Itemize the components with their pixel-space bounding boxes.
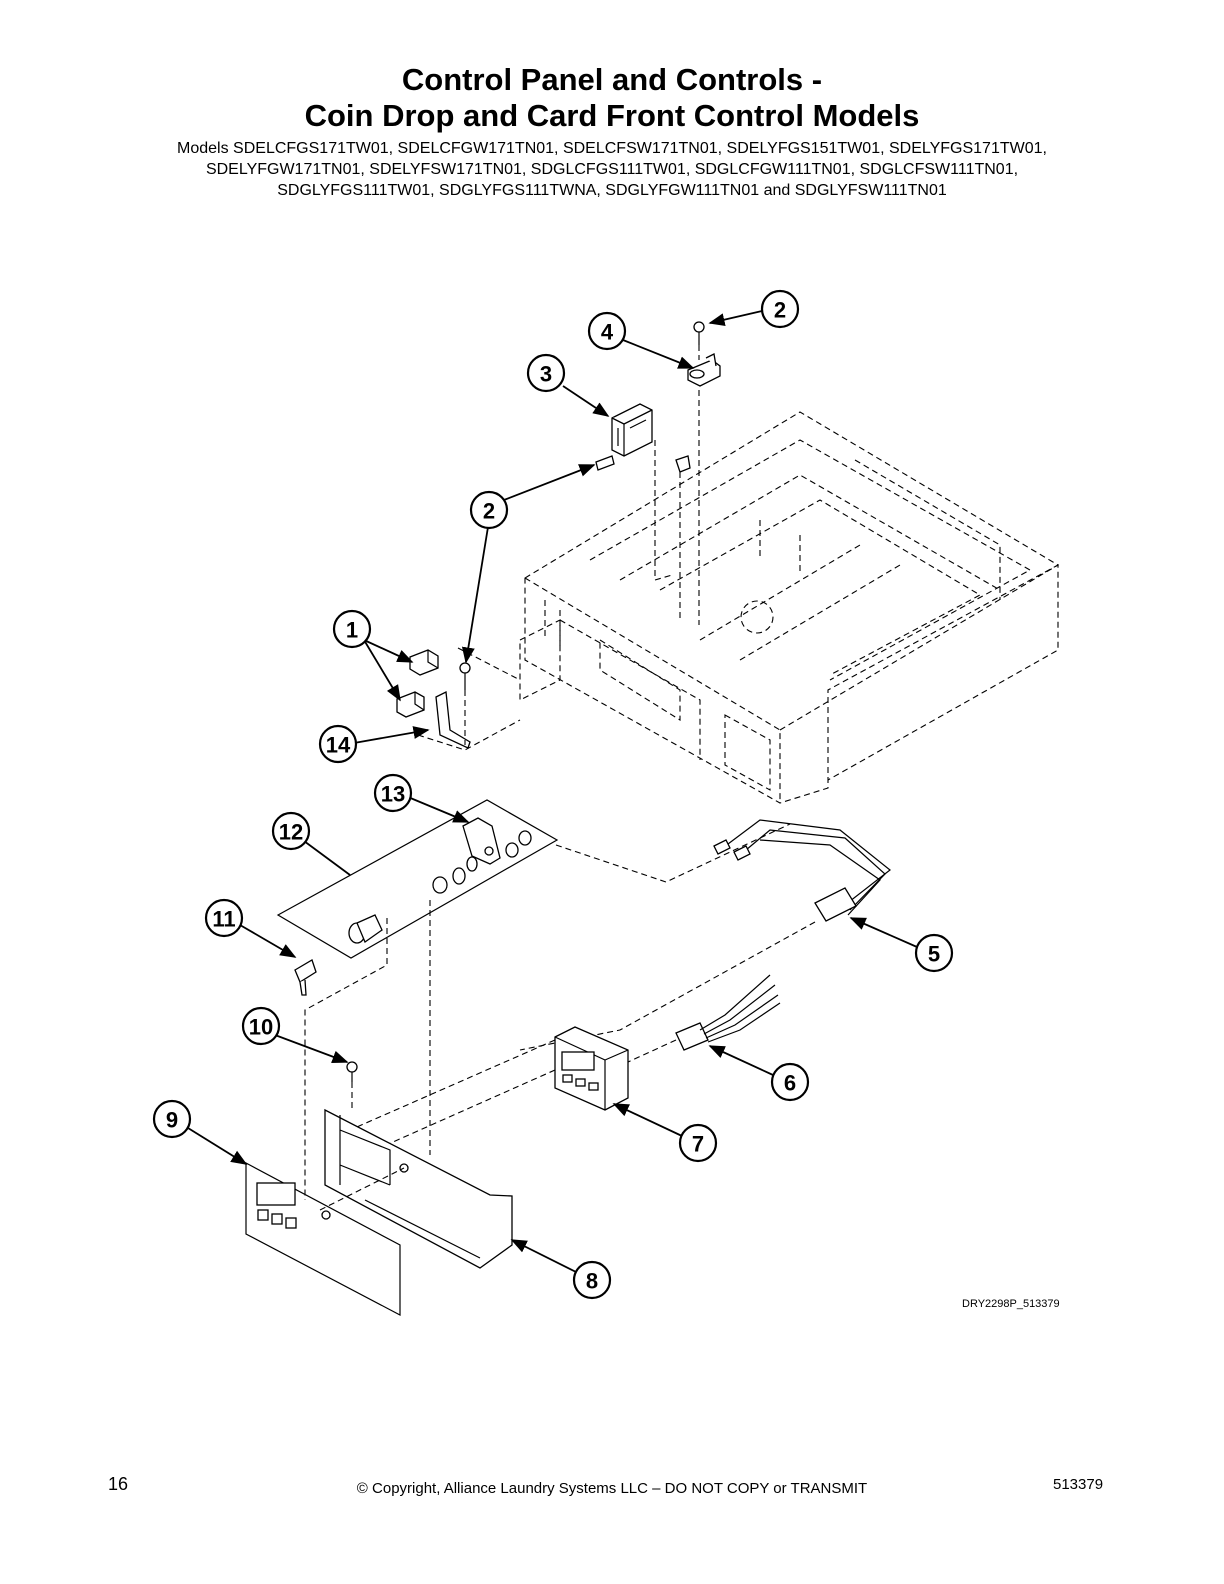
copyright-notice: © Copyright, Alliance Laundry Systems LL…	[356, 1480, 868, 1497]
clip-small	[675, 455, 691, 473]
screw-2-middle	[595, 455, 615, 471]
callout-label: 8	[586, 1269, 598, 1294]
callout-10: 10	[241, 1006, 281, 1046]
models-line: SDELYFGW171TN01, SDELYFSW171TN01, SDGLCF…	[205, 161, 1019, 178]
callout-7: 7	[678, 1123, 718, 1163]
callout-label: 10	[249, 1015, 273, 1040]
callout-3: 3	[526, 353, 566, 393]
models-line: Models SDELCFGS171TW01, SDELCFGW171TN01,…	[177, 140, 1047, 157]
part-front-panel-8	[324, 1108, 513, 1269]
page-number: 16	[108, 1474, 129, 1494]
part-washers	[432, 830, 532, 894]
callout-8: 8	[572, 1260, 612, 1300]
callout-label: 12	[279, 820, 303, 845]
callout-label: 9	[166, 1108, 178, 1133]
callout-label: 13	[381, 782, 405, 807]
callout-2-middle: 2	[469, 490, 509, 530]
part-lock-bracket-13	[462, 817, 501, 865]
part-panel-12	[276, 799, 559, 959]
screw-2-lower	[459, 662, 471, 690]
part-relay-3	[611, 403, 653, 457]
callout-12: 12	[271, 811, 311, 851]
part-connector-6	[675, 974, 781, 1051]
part-bracket-4	[687, 353, 721, 387]
document-number: 513379	[1053, 1476, 1104, 1493]
part-switch-1b	[396, 691, 425, 718]
callout-label: 2	[774, 298, 786, 323]
callout-label: 14	[326, 733, 351, 758]
models-line: SDGLYFGS111TW01, SDGLYFGS111TWNA, SDGLYF…	[277, 182, 947, 199]
callout-14: 14	[318, 724, 358, 764]
callout-1: 1	[332, 609, 372, 649]
part-key-11	[294, 959, 317, 996]
callout-label: 5	[928, 942, 940, 967]
screw-10	[346, 1061, 358, 1082]
dryer-cabinet-outline	[519, 411, 1060, 804]
screw-2-top	[693, 321, 705, 345]
part-control-module-7	[554, 1026, 629, 1111]
models-list: Models SDELCFGS171TW01, SDELCFGW171TN01,…	[60, 138, 1164, 201]
callout-label: 7	[692, 1132, 704, 1157]
page-title-line2: Coin Drop and Card Front Control Models	[304, 98, 920, 133]
page-title-line1: Control Panel and Controls -	[401, 62, 823, 97]
callout-6: 6	[770, 1062, 810, 1102]
callout-label: 6	[784, 1071, 796, 1096]
callout-5: 5	[914, 933, 954, 973]
part-harness-5	[713, 819, 891, 922]
part-bracket-14	[435, 690, 471, 749]
callout-label: 3	[540, 362, 552, 387]
drawing-code: DRY2298P_513379	[962, 1298, 1060, 1310]
part-overlay-9	[245, 1162, 401, 1316]
callout-2-top: 2	[760, 289, 800, 329]
callout-13: 13	[373, 773, 413, 813]
callout-label: 1	[346, 618, 358, 643]
callout-label: 11	[212, 907, 235, 932]
callout-9: 9	[152, 1099, 192, 1139]
callout-4: 4	[587, 311, 627, 351]
part-switch-1a	[409, 649, 439, 676]
callout-label: 4	[601, 320, 614, 345]
leader-arrows	[187, 310, 918, 1273]
part-lock-cylinder	[348, 914, 383, 944]
callout-11: 11	[204, 898, 244, 938]
callout-label: 2	[483, 499, 495, 524]
